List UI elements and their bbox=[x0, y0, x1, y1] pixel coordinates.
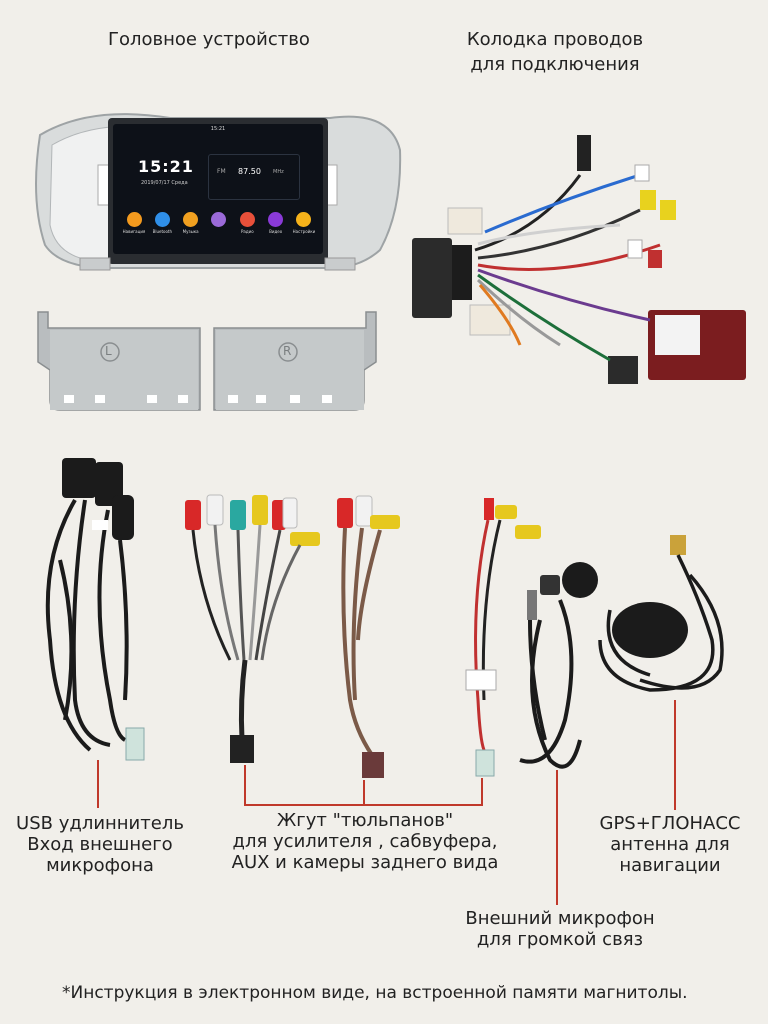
app-label: Настройки bbox=[292, 229, 316, 234]
app-icon-badge bbox=[183, 212, 199, 227]
app-label: Видео bbox=[269, 229, 283, 234]
app-icon-badge bbox=[154, 212, 170, 227]
usb-caption: USB удлиннитель Вход внешнего микрофона bbox=[0, 813, 200, 876]
head-unit-screen: 15:21 15:21 2019/07/17 Среда FM 87.50 MH… bbox=[113, 124, 323, 254]
rca-plugs-group1 bbox=[185, 494, 320, 546]
app-icon-badge bbox=[239, 212, 255, 227]
clock: 15:21 bbox=[138, 157, 194, 176]
mic-caption-line2: для громкой связ bbox=[476, 929, 644, 950]
app-icon-4[interactable]: Радио bbox=[234, 212, 260, 234]
wiring-harness bbox=[412, 135, 746, 384]
head-unit-caption: Головное устройство bbox=[108, 29, 310, 50]
rca-plugs-group3 bbox=[484, 498, 541, 539]
mic-caption: Внешний микрофон для громкой связ bbox=[440, 908, 680, 950]
app-icon-6[interactable]: Настройки bbox=[291, 212, 317, 234]
harness-caption-line2: для подключения bbox=[470, 54, 640, 75]
rca-caption-line2: для усилителя , сабвуфера, bbox=[232, 831, 498, 852]
app-icon-5[interactable]: Видео bbox=[263, 212, 289, 234]
app-icon-badge bbox=[211, 212, 227, 227]
radio-unit: MHz bbox=[273, 169, 284, 175]
app-label: Навигация bbox=[122, 229, 146, 234]
app-icon-1[interactable]: Bluetooth bbox=[149, 212, 175, 234]
app-icon-2[interactable]: Музыка bbox=[178, 212, 204, 234]
external-microphone bbox=[519, 562, 598, 905]
bracket-right bbox=[213, 311, 377, 411]
rca-caption-line1: Жгут "тюльпанов" bbox=[276, 810, 454, 831]
gps-caption-line3: навигации bbox=[619, 855, 721, 876]
app-label: Bluetooth bbox=[152, 229, 173, 234]
app-label: Радио bbox=[240, 229, 254, 234]
mic-caption-line1: Внешний микрофон bbox=[465, 908, 655, 929]
rca-caption: Жгут "тюльпанов" для усилителя , сабвуфе… bbox=[215, 810, 515, 873]
app-icon-badge bbox=[126, 212, 142, 227]
app-icon-0[interactable]: Навигация bbox=[121, 212, 147, 234]
app-icon-badge bbox=[296, 212, 312, 227]
radio-widget[interactable] bbox=[208, 154, 300, 200]
rca-caption-line3: AUX и камеры заднего вида bbox=[231, 852, 499, 873]
harness-caption: Колодка проводов для подключения bbox=[440, 29, 670, 75]
footnote: *Инструкция в электронном виде, на встро… bbox=[62, 983, 688, 1003]
bracket-left bbox=[37, 311, 201, 411]
app-icon-badge bbox=[268, 212, 284, 227]
gps-antenna bbox=[598, 535, 724, 810]
gps-caption-line1: GPS+ГЛОНАСС bbox=[599, 813, 741, 834]
harness-caption-line1: Колодка проводов bbox=[466, 29, 644, 50]
gps-caption-line2: антенна для bbox=[610, 834, 730, 855]
app-dock: Навигация Bluetooth Музыка Радио Видео Настро… bbox=[121, 212, 317, 234]
usb-caption-line3: микрофона bbox=[46, 855, 154, 876]
rca-plugs-group2 bbox=[337, 495, 400, 529]
usb-extension-cable bbox=[45, 458, 145, 761]
usb-caption-line1: USB удлиннитель bbox=[16, 813, 184, 834]
bracket-right-label: R bbox=[283, 344, 292, 358]
radio-frequency: 87.50 bbox=[238, 167, 261, 176]
gps-caption: GPS+ГЛОНАСС антенна для навигации bbox=[575, 813, 765, 876]
app-label: Музыка bbox=[182, 229, 199, 234]
radio-band: FM bbox=[217, 168, 226, 175]
status-bar: 15:21 bbox=[210, 126, 226, 132]
usb-caption-line2: Вход внешнего bbox=[27, 834, 173, 855]
rca-harness bbox=[185, 494, 541, 806]
app-icon-3[interactable] bbox=[206, 212, 232, 234]
bracket-left-label: L bbox=[105, 344, 112, 358]
date: 2019/07/17 Среда bbox=[141, 180, 188, 186]
